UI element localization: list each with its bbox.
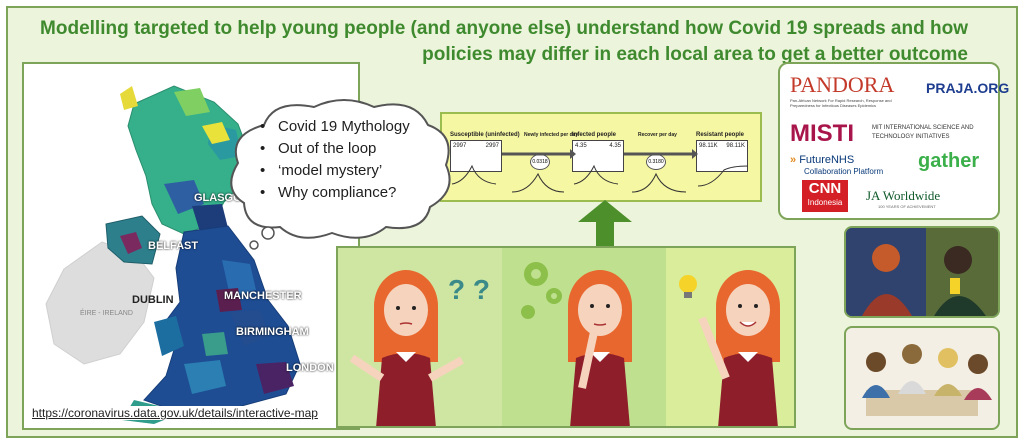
futurenhs-logo: » FutureNHS (790, 154, 855, 166)
pandora-subtitle: Pan-African Network For Rapid Research, … (790, 98, 892, 108)
misti-logo: MISTI (790, 120, 854, 147)
thinking-girl-illustration (521, 262, 632, 426)
idea-girl-illustration (679, 270, 780, 426)
ja-subtitle: 100 YEARS OF ACHIEVEMENT (878, 204, 936, 209)
futurenhs-subtitle: Collaboration Platform (804, 167, 884, 176)
partner-logos-box: PANDORA Pan-African Network For Rapid Re… (778, 62, 1009, 220)
map-label-dublin: DUBLIN (132, 294, 174, 306)
confused-girl-illustration (349, 270, 464, 426)
learning-journey-panel: ? ? (336, 246, 796, 428)
pane-confused: ? ? (338, 248, 502, 426)
group-meeting-photo (844, 326, 1000, 430)
uk-map-graphic (45, 85, 301, 424)
young-people-phones-photo (844, 226, 1000, 318)
concerns-list: •Covid 19 Mythology •Out of the loop •‘m… (256, 116, 410, 204)
model-flow-pipes (451, 149, 749, 193)
concern-item: •Out of the loop (260, 140, 377, 157)
pandora-logo: PANDORA (790, 72, 895, 97)
map-label-birmingham: BIRMINGHAM (236, 326, 309, 338)
meeting-illustration (862, 344, 992, 416)
concern-item: •‘model mystery’ (260, 162, 383, 179)
pane-thinking (502, 248, 666, 426)
map-label-manchester: MANCHESTER (224, 290, 302, 302)
praja-logo: PRAJA.ORG (926, 80, 1010, 96)
map-label-london: LONDON (286, 362, 334, 374)
uk-covid-map[interactable]: GLASGOW BELFAST DUBLIN MANCHESTER BIRMIN… (22, 62, 360, 430)
flow-recover: Recover per day (638, 132, 677, 138)
ja-worldwide-logo: JA Worldwide (866, 188, 941, 203)
gather-logo: gather (918, 150, 980, 172)
pane-idea (666, 248, 794, 426)
headline-line-1: Modelling targeted to help young people … (40, 18, 968, 39)
phones-illustration (846, 228, 998, 316)
concern-item: •Covid 19 Mythology (260, 118, 410, 135)
futurenhs-chevron-icon: » (790, 154, 797, 166)
headline-line-2: policies may differ in each local area t… (422, 44, 968, 65)
misti-subtitle: MIT INTERNATIONAL SCIENCE AND TECHNOLOGY… (872, 125, 974, 140)
map-label-belfast: BELFAST (148, 240, 199, 252)
question-marks: ? ? (448, 274, 490, 305)
concern-item: •Why compliance? (260, 184, 397, 201)
cnn-logo: CNN Indonesia (802, 180, 848, 212)
flow-newly-infected: Newly infected per day (524, 132, 579, 138)
thought-bubble (230, 99, 451, 250)
source-link[interactable]: https://coronavirus.data.gov.uk/details/… (30, 406, 320, 420)
map-label-ireland: ÉIRE - IRELAND (80, 310, 133, 317)
